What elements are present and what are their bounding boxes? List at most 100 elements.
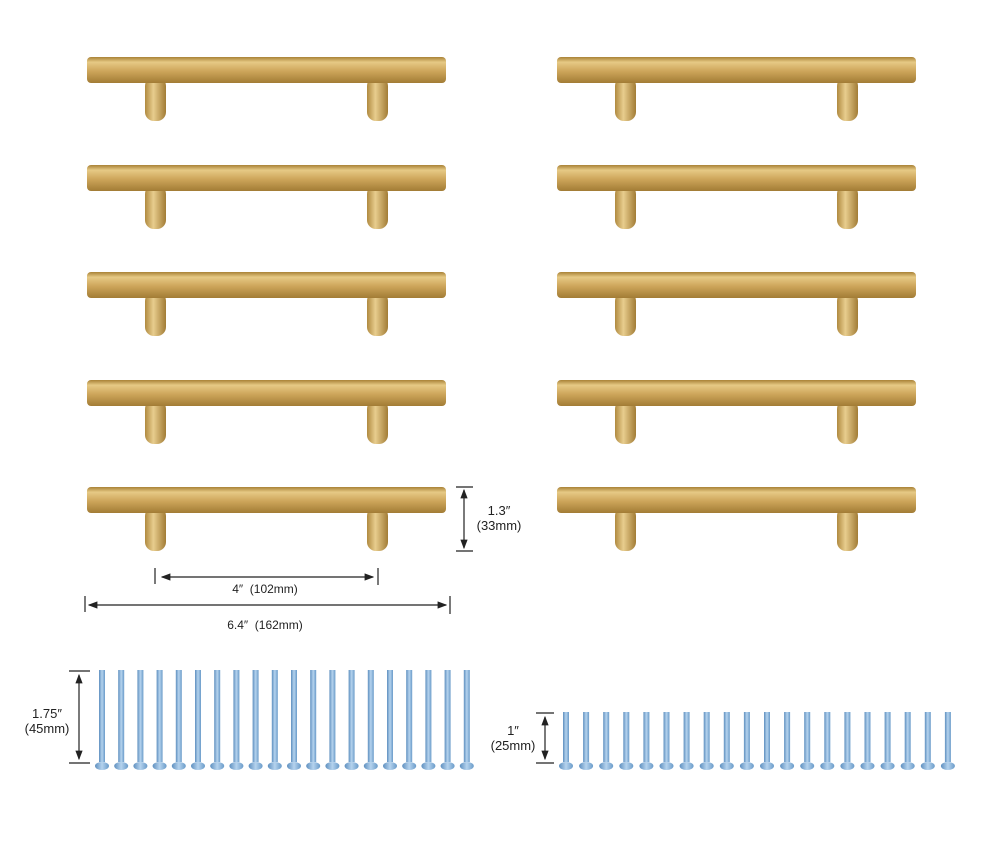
cabinet-handle [557, 272, 916, 336]
screw-shaft [764, 712, 770, 762]
screw-head [248, 762, 263, 770]
screw-head [619, 762, 634, 770]
short-screw [559, 712, 573, 770]
screw-head [287, 762, 301, 770]
screw-shaft [175, 670, 182, 762]
screw-head [719, 762, 734, 770]
long-screw [152, 670, 167, 770]
cabinet-handle [87, 380, 446, 444]
screw-head [133, 762, 148, 770]
cabinet-handle [557, 380, 916, 444]
screw-head [402, 762, 417, 770]
screw-head [191, 762, 205, 770]
screw-head [760, 762, 774, 770]
screw-shaft [784, 712, 791, 762]
screw-shaft [310, 670, 317, 762]
short-screw [699, 712, 714, 770]
long-screw [229, 670, 244, 770]
overall-length-label: 6.4″ (162mm) [227, 618, 303, 632]
long-screw [191, 670, 205, 770]
short-screw-length-label: 1″ (25mm) [484, 723, 542, 753]
handle-post [367, 507, 388, 551]
short-screw-metric: (25mm) [490, 738, 536, 753]
screw-shaft [924, 712, 931, 762]
screw-shaft [329, 670, 336, 762]
cabinet-handle [87, 57, 446, 121]
handle-post [367, 292, 388, 336]
screw-shaft [743, 712, 750, 762]
long-screw [287, 670, 301, 770]
height-metric: (33mm) [476, 518, 522, 533]
screw-shaft [195, 670, 201, 762]
handle-bar [557, 165, 916, 191]
screw-shaft [563, 712, 569, 762]
screw-head [880, 762, 895, 770]
handle-post [615, 185, 636, 229]
screw-shaft [904, 712, 911, 762]
screw-shaft [804, 712, 811, 762]
screw-shaft [703, 712, 710, 762]
handle-post [837, 292, 858, 336]
screw-shaft [118, 670, 125, 762]
screw-head [325, 762, 340, 770]
screw-head [383, 762, 397, 770]
screw-head [306, 762, 321, 770]
screw-head [679, 762, 694, 770]
handle-post [145, 507, 166, 551]
handle-post [145, 400, 166, 444]
screw-head [267, 762, 282, 770]
height-inches: 1.3″ [487, 503, 511, 518]
long-screw [114, 670, 129, 770]
screw-head [840, 762, 855, 770]
screw-shaft [233, 670, 240, 762]
screw-shaft [824, 712, 831, 762]
screw-shaft [683, 712, 690, 762]
screw-head [860, 762, 875, 770]
long-screw [171, 670, 186, 770]
screw-shaft [884, 712, 891, 762]
screw-head [579, 762, 594, 770]
screw-head [820, 762, 835, 770]
height-label: 1.3″ (33mm) [474, 503, 524, 533]
handle-post [615, 77, 636, 121]
screw-shaft [864, 712, 871, 762]
short-screw [800, 712, 815, 770]
screw-head [599, 762, 614, 770]
handle-post [837, 185, 858, 229]
screw-head [659, 762, 674, 770]
handle-post [837, 507, 858, 551]
screw-shaft [463, 670, 470, 762]
long-screw [459, 670, 474, 770]
long-screw-metric: (45mm) [24, 721, 70, 736]
hole-spacing-label: 4″ (102mm) [232, 582, 298, 596]
long-screw [267, 670, 282, 770]
handle-bar [557, 57, 916, 83]
screw-head [739, 762, 754, 770]
short-screw [579, 712, 594, 770]
screw-shaft [348, 670, 355, 762]
screw-head [171, 762, 186, 770]
long-screw [402, 670, 417, 770]
long-screw [421, 670, 436, 770]
screw-shaft [291, 670, 297, 762]
long-screw [325, 670, 340, 770]
handle-post [145, 185, 166, 229]
handle-post [837, 400, 858, 444]
long-screw-length-label: 1.75″ (45mm) [18, 706, 76, 736]
handle-post [367, 400, 388, 444]
screw-head [363, 762, 378, 770]
cabinet-handle [87, 272, 446, 336]
long-screw [383, 670, 397, 770]
screw-head [900, 762, 915, 770]
screw-head [559, 762, 573, 770]
screw-head [440, 762, 455, 770]
short-screw [760, 712, 774, 770]
long-screw [440, 670, 455, 770]
screw-shaft [367, 670, 374, 762]
short-screw [739, 712, 754, 770]
cabinet-handle [87, 165, 446, 229]
handle-post [615, 507, 636, 551]
long-screw-inches: 1.75″ [32, 706, 62, 721]
handle-bar [87, 487, 446, 513]
cabinet-handle [557, 487, 916, 551]
